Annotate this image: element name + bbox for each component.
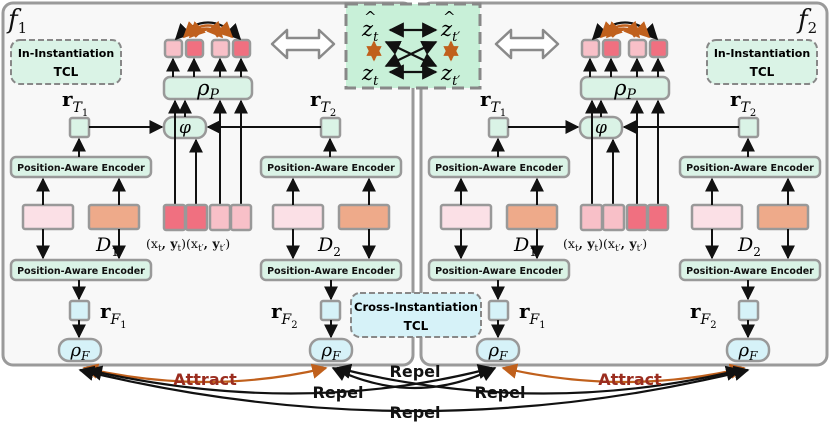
repel-label-left: Repel — [313, 383, 364, 402]
svg-text:ρF: ρF — [738, 340, 759, 363]
svg-text:zt: zt — [361, 61, 379, 89]
r-f1-label-left: rF1 — [100, 299, 127, 331]
svg-text:Position-Aware Encoder: Position-Aware Encoder — [267, 266, 395, 277]
data-block-d2-salmon-right — [756, 203, 810, 231]
svg-text:TCL: TCL — [750, 65, 775, 79]
double-arrow-left-icon — [270, 28, 336, 60]
encoder-upper-left-2: Position-Aware Encoder — [259, 155, 403, 179]
rho-f1-left: ρF — [57, 337, 103, 363]
repel-label-bottom: Repel — [390, 403, 441, 422]
in-instance-arcs-left — [174, 20, 242, 41]
data-block-d2-salmon — [337, 203, 391, 231]
svg-text:zt′: zt′ — [440, 61, 460, 89]
repel-label-top: Repel — [390, 362, 441, 381]
in-instantiation-tcl-left: In-Instantiation TCL — [10, 39, 122, 85]
arrows-to-cells-left — [166, 57, 248, 77]
phi-node-right: φ — [578, 115, 624, 140]
d1-label-left: D1 — [95, 234, 119, 259]
data-block-d1-salmon-right — [505, 203, 559, 231]
attract-label-left: Attract — [173, 370, 237, 389]
r-f2-label-right: rF2 — [690, 299, 717, 331]
d2-label-left: D2 — [317, 234, 341, 259]
svg-text:TCL: TCL — [404, 319, 429, 333]
data-block-d2-pink — [271, 203, 325, 231]
rho-p-right: ρP — [579, 75, 671, 103]
svg-text:Position-Aware Encoder: Position-Aware Encoder — [686, 163, 814, 174]
r-t1-node-right — [487, 116, 510, 139]
encoder-lower-right-1: Position-Aware Encoder — [427, 258, 571, 282]
attract-label-right: Attract — [598, 370, 662, 389]
rho-p-left: ρP — [162, 75, 254, 103]
encoder-lower-left-2: Position-Aware Encoder — [259, 258, 403, 282]
arrows-to-cells-right — [583, 57, 665, 77]
svg-text:Cross-Instantiation: Cross-Instantiation — [354, 300, 478, 314]
r-t2-label-right: rT2 — [730, 87, 756, 119]
repel-label-right: Repel — [475, 383, 526, 402]
svg-text:ρF: ρF — [321, 340, 342, 363]
double-arrow-right-icon — [494, 28, 560, 60]
phi-node-left: φ — [162, 115, 208, 140]
r-t2-node-right — [737, 116, 760, 139]
svg-text:Position-Aware Encoder: Position-Aware Encoder — [267, 163, 395, 174]
svg-text:Position-Aware Encoder: Position-Aware Encoder — [435, 163, 563, 174]
relation-curves — [78, 363, 750, 413]
rho-f2-right: ρF — [725, 337, 771, 363]
encoder-lower-left-1: Position-Aware Encoder — [9, 258, 153, 282]
input-cells-right — [579, 203, 670, 232]
cross-instantiation-tcl: Cross-Instantiation TCL — [350, 292, 482, 338]
svg-text:^: ^ — [443, 8, 456, 26]
data-block-d1-salmon — [87, 203, 141, 231]
in-instance-arcs-right — [591, 20, 659, 41]
inputs-to-rho-p-left — [168, 99, 248, 204]
data-block-d2-pink-right — [690, 203, 744, 231]
input-pairs-label-right: (xt, yt)(xt′, yt′) — [563, 236, 647, 254]
svg-text:zt′: zt′ — [440, 17, 460, 45]
svg-text:Position-Aware Encoder: Position-Aware Encoder — [435, 266, 563, 277]
r-f2-node-left — [319, 299, 342, 322]
input-cells-left — [162, 203, 253, 232]
r-f2-label-left: rF2 — [271, 299, 298, 331]
svg-text:zt: zt — [361, 17, 379, 45]
svg-text:^: ^ — [364, 8, 377, 26]
svg-text:Position-Aware Encoder: Position-Aware Encoder — [17, 163, 145, 174]
data-to-enc-arrows-left — [36, 177, 376, 260]
r-t1-label-left: rT1 — [62, 87, 88, 119]
svg-text:ρF: ρF — [488, 340, 509, 363]
encoder-lower-right-2: Position-Aware Encoder — [678, 258, 822, 282]
projected-embeddings-right — [580, 38, 669, 59]
data-block-d1-pink-right — [439, 203, 493, 231]
rho-f2-left: ρF — [308, 337, 354, 363]
svg-text:ρP: ρP — [613, 76, 636, 103]
svg-text:ρP: ρP — [196, 76, 219, 103]
r-f2-node-right — [737, 299, 760, 322]
r-f1-node-left — [68, 299, 91, 322]
inputs-to-rho-p-right — [585, 99, 665, 204]
data-to-enc-arrows-right — [454, 177, 795, 260]
encoder-upper-right-1: Position-Aware Encoder — [427, 155, 571, 179]
svg-text:φ: φ — [595, 118, 607, 138]
cross-view-latent-box: zt ^ zt′ ^ zt zt′ — [344, 2, 482, 90]
rho-f1-right: ρF — [475, 337, 521, 363]
r-t1-node-left — [68, 116, 91, 139]
r-t2-node-left — [319, 116, 342, 139]
svg-text:φ: φ — [179, 118, 191, 138]
r-f1-node-right — [487, 299, 510, 322]
svg-text:In-Instantiation: In-Instantiation — [18, 47, 114, 60]
svg-text:ρF: ρF — [70, 340, 91, 363]
svg-text:Position-Aware Encoder: Position-Aware Encoder — [686, 266, 814, 277]
r-f1-label-right: rF1 — [519, 299, 546, 331]
r-t1-label-right: rT1 — [480, 87, 506, 119]
encoder-upper-left-1: Position-Aware Encoder — [9, 155, 153, 179]
svg-text:In-Instantiation: In-Instantiation — [714, 47, 810, 60]
svg-text:Position-Aware Encoder: Position-Aware Encoder — [17, 266, 145, 277]
r-t2-label-left: rT2 — [310, 87, 336, 119]
d1-label-right: D1 — [513, 234, 537, 259]
data-block-d1-pink — [21, 203, 75, 231]
d2-label-right: D2 — [737, 234, 761, 259]
encoder-upper-right-2: Position-Aware Encoder — [678, 155, 822, 179]
svg-text:TCL: TCL — [54, 65, 79, 79]
input-pairs-label-left: (xt, yt)(xt′, yt′) — [146, 236, 230, 254]
in-instantiation-tcl-right: In-Instantiation TCL — [706, 39, 818, 85]
